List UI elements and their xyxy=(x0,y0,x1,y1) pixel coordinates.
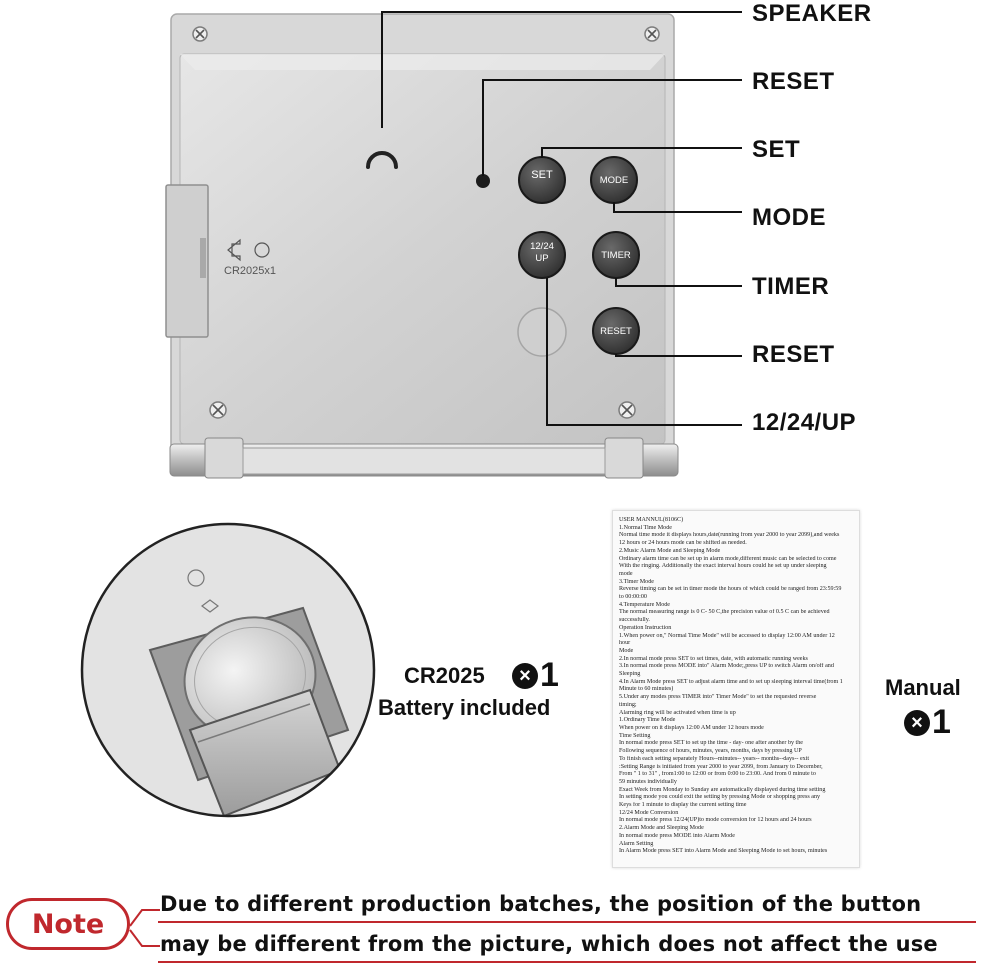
manual-line: Time Setting xyxy=(619,732,651,739)
manual-line: 1.Ordinary Time Mode xyxy=(619,717,676,724)
manual-line: Reverse timing can be set in timer mode … xyxy=(619,586,842,593)
battery-quantity: × 1 xyxy=(512,656,559,695)
manual-line: Mode xyxy=(619,647,634,654)
manual-line: 2.In normal mode press SET to set times,… xyxy=(619,655,808,662)
manual-line: Sleeping xyxy=(619,671,641,678)
leader-lines xyxy=(381,11,742,426)
manual-line: When power on it displays 12:00 AM under… xyxy=(619,724,764,731)
manual-line: 1.Normal Time Mode xyxy=(619,524,672,531)
manual-line: to 00:00:00 xyxy=(619,594,647,601)
note-line-1: Due to different production batches, the… xyxy=(160,892,922,916)
battery-quantity-value: 1 xyxy=(540,656,559,694)
manual-line: 4.Temperature Mode xyxy=(619,601,671,608)
multiply-icon: × xyxy=(904,709,930,736)
note-connector xyxy=(129,909,160,947)
manual-line: 2.Alarm Mode and Sleeping Mode xyxy=(619,825,704,832)
manual-line: Alarm Setting xyxy=(619,840,654,847)
manual-line: 12/24 Mode Conversion xyxy=(619,809,679,816)
manual-line: Keys for 1 minute to display the current… xyxy=(619,802,747,809)
reset-pinhole xyxy=(476,174,490,188)
timer-button: TIMER xyxy=(601,250,631,261)
manual-line: USER MANNUL(8106C) xyxy=(619,517,684,523)
manual-line: timing; xyxy=(619,701,637,708)
note-underline-1 xyxy=(158,921,976,923)
up-button-line1: 12/24 xyxy=(530,241,554,252)
manual-line: successfully. xyxy=(619,617,650,624)
manual-line: In Alarm Mode press SET into Alarm Mode … xyxy=(619,848,828,855)
manual-line: Alarming ring will be activated when tim… xyxy=(619,709,736,716)
battery-zoom-illustration xyxy=(80,522,376,818)
manual-line: 59 minutes individually xyxy=(619,778,677,785)
manual-quantity-value: 1 xyxy=(932,703,951,741)
manual-line: 12 hours or 24 hours mode can be shifted… xyxy=(619,540,747,547)
manual-line: 3.Timer Mode xyxy=(619,578,654,585)
note-line-2: may be different from the picture, which… xyxy=(160,932,938,956)
label-up: 12/24/UP xyxy=(752,409,857,436)
manual-caption: Manual xyxy=(885,675,961,700)
manual-line: Minute to 60 minutes) xyxy=(619,686,674,693)
manual-line: With the ringing. Additionally the exact… xyxy=(619,563,827,570)
manual-line: 1.When power on," Normal Time Mode" will… xyxy=(619,632,835,639)
button-bodies xyxy=(518,156,640,355)
speaker-icon xyxy=(366,151,398,169)
manual-line: In normal mode press 12/24(UP)to mode co… xyxy=(619,817,812,824)
manual-line: In setting mode you could exit the setti… xyxy=(619,794,821,801)
label-timer: TIMER xyxy=(752,273,830,300)
manual-line: Operation Instruction xyxy=(619,624,672,631)
manual-line: In normal mode press SET to set up the t… xyxy=(619,740,804,747)
up-button-line2: UP xyxy=(535,253,549,264)
label-set: SET xyxy=(752,136,801,163)
label-reset-button: RESET xyxy=(752,341,835,368)
manual-quantity: × 1 xyxy=(904,703,951,742)
label-mode: MODE xyxy=(752,204,826,231)
manual-line: hour xyxy=(619,640,631,647)
manual-line: :Setting Range is initiated from year 20… xyxy=(619,763,823,770)
manual-line: The normal measuring range is 0 C- 50 C,… xyxy=(619,609,830,616)
battery-compartment-text: CR2025x1 xyxy=(224,265,276,277)
battery-model-text: CR2025 xyxy=(404,663,485,688)
mode-button: MODE xyxy=(599,175,629,186)
manual-line: 4.In Alarm Mode press SET to adjust alar… xyxy=(619,678,843,685)
manual-line: In normal mode press MODE into Alarm Mod… xyxy=(619,832,735,839)
manual-line: From " 1 to 31" , from1:00 to 12:00 or f… xyxy=(619,771,816,778)
device-back-illustration xyxy=(165,11,742,479)
manual-line: 3.In normal mode press MODE into" Alarm … xyxy=(619,663,834,670)
reset-button: RESET xyxy=(600,326,632,337)
note-badge-label: Note xyxy=(31,908,105,940)
manual-line: Exact Week from Monday to Sunday are aut… xyxy=(619,786,826,793)
battery-caption: Battery included xyxy=(378,695,551,720)
manual-line: mode xyxy=(619,570,633,577)
battery-symbol-icon xyxy=(227,238,270,262)
manual-line: Normal time mode it displays hours,date(… xyxy=(619,532,840,539)
manual-line: 5.Under any modes press TIMER into" Time… xyxy=(619,694,817,701)
label-reset-pinhole: RESET xyxy=(752,68,835,95)
note-underline-2 xyxy=(158,961,976,963)
manual-line: To finish each setting separately Hours-… xyxy=(619,755,810,762)
note-badge: Note xyxy=(6,898,130,950)
multiply-icon: × xyxy=(512,662,538,689)
label-speaker: SPEAKER xyxy=(752,0,872,27)
manual-line: Ordinary alarm time can be set up in ala… xyxy=(619,555,837,562)
manual-line: 2.Music Alarm Mode and Sleeping Mode xyxy=(619,547,721,554)
manual-line: Following sequence of hours, minutes, ye… xyxy=(619,748,802,755)
set-button: SET xyxy=(531,169,553,181)
